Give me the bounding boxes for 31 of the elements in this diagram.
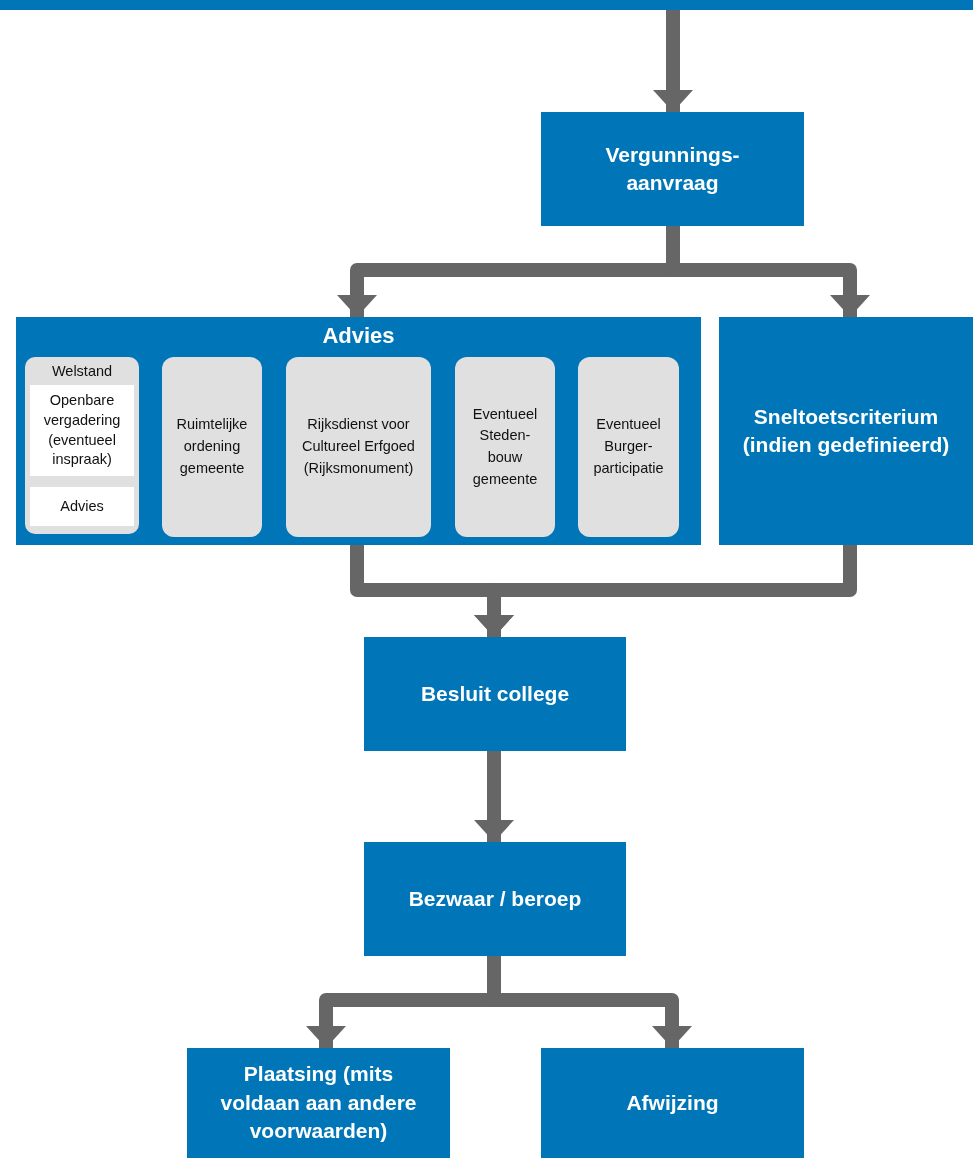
- process-box: [364, 637, 626, 751]
- advice-card: [286, 357, 431, 537]
- process-box: [541, 112, 804, 226]
- node-label: Plaatsing (mits voldaan aan andere voorwaarden): [219, 1061, 418, 1145]
- process-box: [364, 842, 626, 956]
- node-label: Besluit college: [420, 680, 570, 707]
- node-label: Openbare vergadering (eventueel inspraak): [42, 391, 122, 470]
- node-label: Rijksdienst voor Cultureel Erfgoed (Rijksmonument): [301, 415, 416, 478]
- process-box: [187, 1048, 450, 1158]
- advice-card: [162, 357, 262, 537]
- node-label: Bezwaar / beroep: [408, 885, 582, 912]
- node-label: Advies: [60, 496, 104, 516]
- group-panel: [16, 317, 701, 545]
- advice-card: [578, 357, 679, 537]
- node-label: Afwijzing: [626, 1089, 719, 1116]
- arrow: [653, 10, 693, 112]
- group-title: Welstand: [50, 362, 114, 381]
- group-title: Advies: [321, 323, 396, 349]
- advice-card: [455, 357, 555, 537]
- node-label: Vergunnings- aanvraag: [604, 141, 741, 196]
- process-box: [719, 317, 973, 545]
- node-label: Eventueel Steden- bouw gemeente: [471, 404, 539, 489]
- sub-box: [30, 385, 134, 476]
- process-box: [541, 1048, 804, 1158]
- arrow: [474, 751, 514, 842]
- node-label: Ruimtelijke ordening gemeente: [175, 415, 249, 478]
- advice-card: [25, 357, 139, 534]
- node-label: Eventueel Burger- participatie: [592, 415, 665, 478]
- sub-box: [30, 487, 134, 526]
- header-bar: [0, 0, 973, 10]
- node-label: Sneltoetscriterium (indien gedefinieerd): [741, 403, 951, 458]
